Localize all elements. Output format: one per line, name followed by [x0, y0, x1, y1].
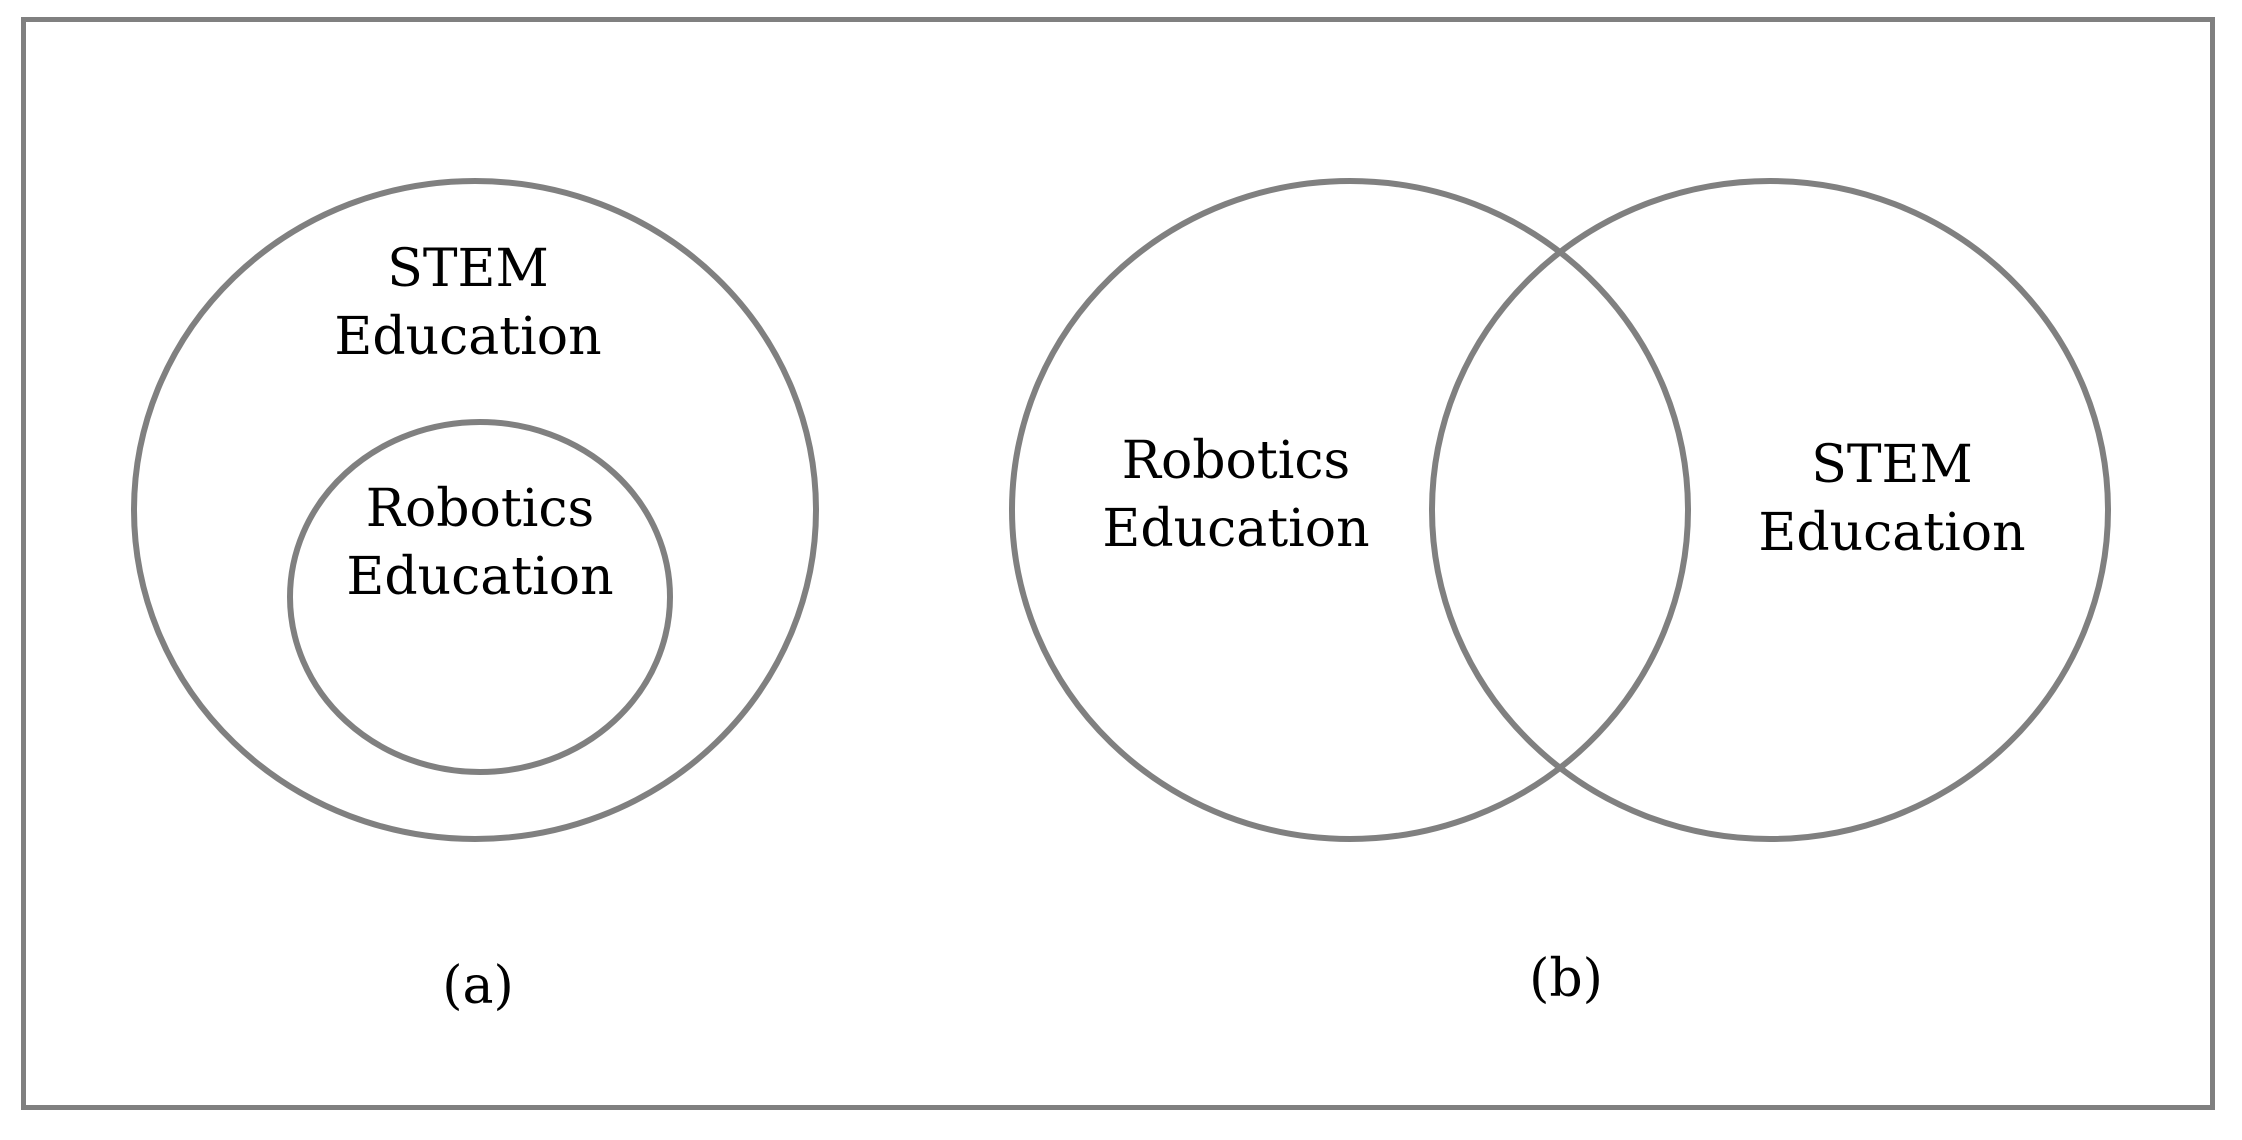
right-label-line-2: Education: [1758, 503, 2025, 563]
stem-education-circle: [1429, 178, 2111, 842]
inner-label-line-2: Education: [346, 547, 613, 607]
robotics-education-circle: [1009, 178, 1691, 842]
inner-label-line-1: Robotics: [366, 479, 594, 539]
caption-b: (b): [1529, 949, 1603, 1009]
left-label-line-2: Education: [1102, 499, 1369, 559]
stem-education-outer-circle: [131, 178, 819, 842]
right-label-line-1: STEM: [1811, 435, 1973, 495]
diagram-a: STEM Education Robotics Education (a): [131, 178, 819, 1016]
caption-a: (a): [442, 956, 514, 1016]
outer-label-line-2: Education: [334, 307, 601, 367]
robotics-education-inner-circle: [287, 419, 673, 775]
left-label-line-1: Robotics: [1122, 431, 1350, 491]
figure-frame: [21, 17, 2215, 1110]
outer-label-line-1: STEM: [387, 239, 549, 299]
diagram-b: Robotics Education STEM Education (b): [1009, 178, 2111, 1009]
